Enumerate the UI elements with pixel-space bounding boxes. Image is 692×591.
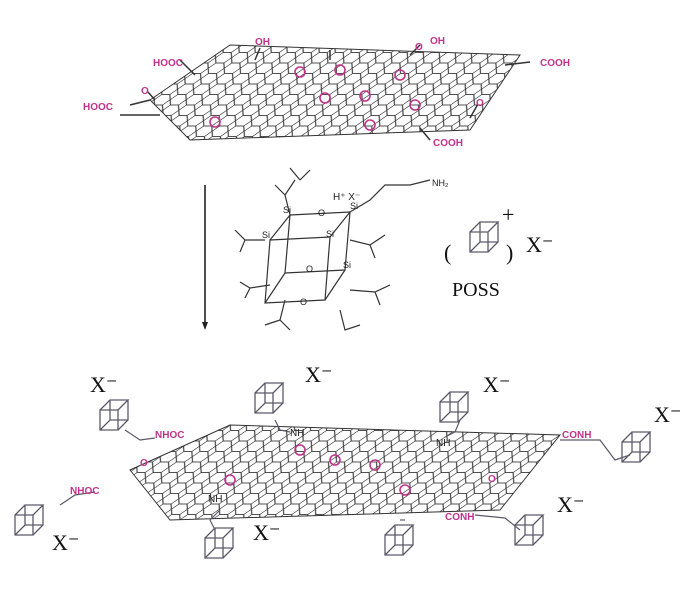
si-atom-label: Si xyxy=(326,229,334,239)
amide-linker-label: CONH xyxy=(562,430,591,441)
si-atom-label: Si xyxy=(343,260,351,270)
poss-cube-icon xyxy=(254,382,284,414)
si-atom-label: Si xyxy=(350,201,358,211)
poss-cube-icon xyxy=(621,431,651,463)
anion-label: X⁻ xyxy=(90,372,118,397)
close-parenthesis: ) xyxy=(506,240,513,265)
oxygen-label: O xyxy=(476,98,484,109)
reaction-arrow xyxy=(202,185,208,330)
hydroxyl-group-label: OH xyxy=(255,37,270,48)
cooh-group-label: COOH xyxy=(433,138,463,149)
oxygen-atom-label: O xyxy=(306,264,313,274)
poss-cube-icon xyxy=(204,527,234,559)
cooh-group-label: HOOC xyxy=(153,58,183,69)
cooh-group-label: HOOC xyxy=(83,102,113,113)
amine-linker-label: NH xyxy=(290,428,304,439)
anion-label: X⁻ xyxy=(557,492,585,517)
amide-linker-label: NHOC xyxy=(155,430,184,441)
oxygen-atom-label: O xyxy=(300,297,307,307)
hydroxyl-group-label: OH xyxy=(430,36,445,47)
anion-label: X⁻ xyxy=(483,372,511,397)
anion-label: X⁻ xyxy=(654,402,682,427)
oxygen-atom-label: O xyxy=(318,208,325,218)
poss-cube-icon xyxy=(384,524,414,556)
graphene-oxide-sheet-top: HOOC OH O OH COOH HOOC O O COOH xyxy=(83,36,570,149)
si-atom-label: Si xyxy=(262,230,270,240)
poss-label: POSS xyxy=(452,279,500,301)
counter-ion-label: H⁺ X⁻ xyxy=(333,192,360,203)
cooh-group-label: COOH xyxy=(540,58,570,69)
poss-cube-icon xyxy=(14,504,44,536)
anion-label: X⁻ xyxy=(526,232,554,257)
anion-label: X⁻ xyxy=(253,520,281,545)
poss-functionalized-graphene-sheet: X⁻ X⁻ X⁻ X⁻ X⁻ X⁻ X⁻ NHOC NHOC CONH CONH… xyxy=(14,362,682,559)
amine-linker-label: NH xyxy=(208,494,222,505)
poss-cube-icon xyxy=(439,391,469,423)
oxygen-label: O xyxy=(140,458,148,469)
amide-linker-label: NHOC xyxy=(70,486,99,497)
amine-linker-label: NH xyxy=(436,438,450,449)
oxygen-label: O xyxy=(141,86,149,97)
oxygen-label: O xyxy=(415,42,423,53)
anion-label: X⁻ xyxy=(305,362,333,387)
anion-label: X⁻ xyxy=(52,530,80,555)
positive-charge-label: + xyxy=(502,202,514,227)
poss-cube-icon xyxy=(99,399,129,431)
si-atom-label: Si xyxy=(283,205,291,215)
amide-linker-label: CONH xyxy=(445,512,474,523)
open-parenthesis: ( xyxy=(444,240,451,265)
poss-cube-icon xyxy=(469,221,499,253)
oxygen-label: O xyxy=(488,474,496,485)
amine-label: NH₂ xyxy=(432,178,449,188)
poss-symbol-legend: ( ) + X⁻ POSS xyxy=(444,202,554,301)
poss-amine-structure: Si Si Si Si Si O O O H⁺ X⁻ NH₂ xyxy=(234,167,449,331)
